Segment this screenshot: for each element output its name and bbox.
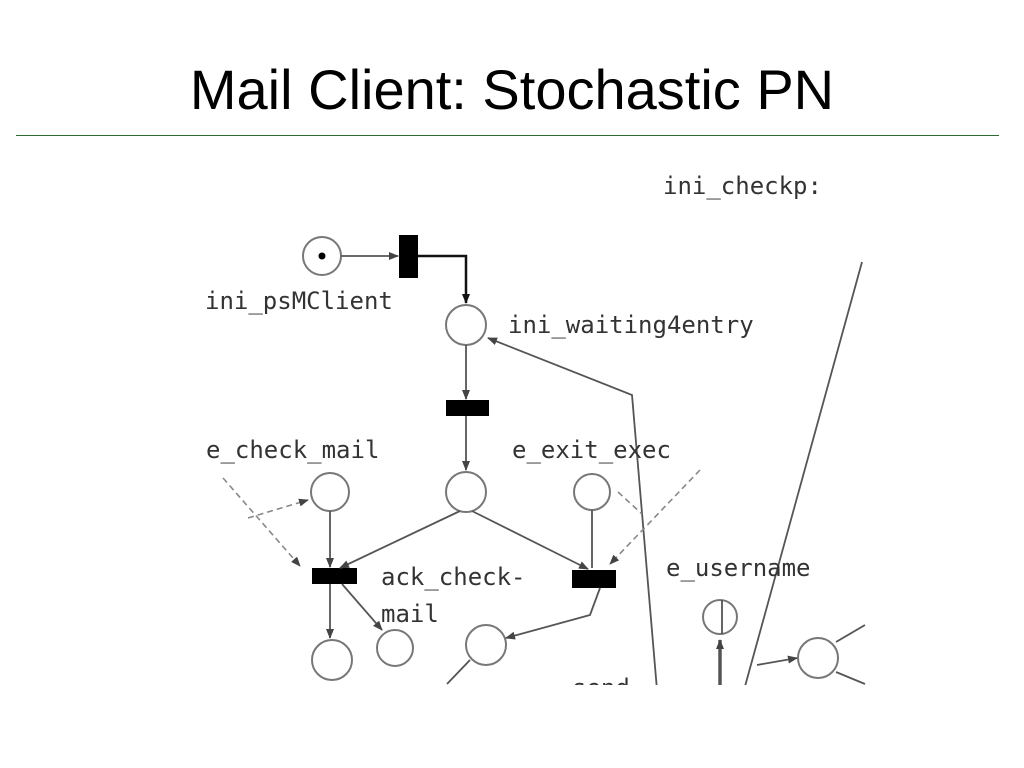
transition-check-mail <box>312 568 357 584</box>
transition-entry <box>446 400 489 416</box>
place-ini-waiting4entry <box>445 304 487 346</box>
slide-title: Mail Client: Stochastic PN <box>189 58 835 121</box>
label-ini-checkp: ini_checkp: <box>663 172 822 200</box>
label-ini-waiting4entry: ini_waiting4entry <box>508 311 754 339</box>
label-ack-check-line2: mail <box>381 600 439 628</box>
transition-start <box>399 235 418 278</box>
label-ack-check-line1: ack_check- <box>381 563 526 591</box>
place-bottom-mid <box>376 629 414 667</box>
place-e-check-mail <box>310 472 350 512</box>
label-ini-psMClient: ini_psMClient <box>205 287 393 315</box>
title-divider <box>16 135 999 136</box>
place-far-right <box>797 637 839 679</box>
place-e-exit-exec <box>573 473 611 511</box>
place-center <box>445 471 487 513</box>
label-e-username: e_username <box>666 554 811 582</box>
place-bottom-right <box>465 624 507 666</box>
place-e-username <box>702 599 738 635</box>
label-cut: send <box>572 674 630 702</box>
label-e-exit-exec: e_exit_exec <box>512 436 671 464</box>
label-e-check-mail: e_check_mail <box>206 436 379 464</box>
place-bottom-left <box>311 639 353 681</box>
transition-exit <box>572 570 616 588</box>
token <box>318 252 326 260</box>
